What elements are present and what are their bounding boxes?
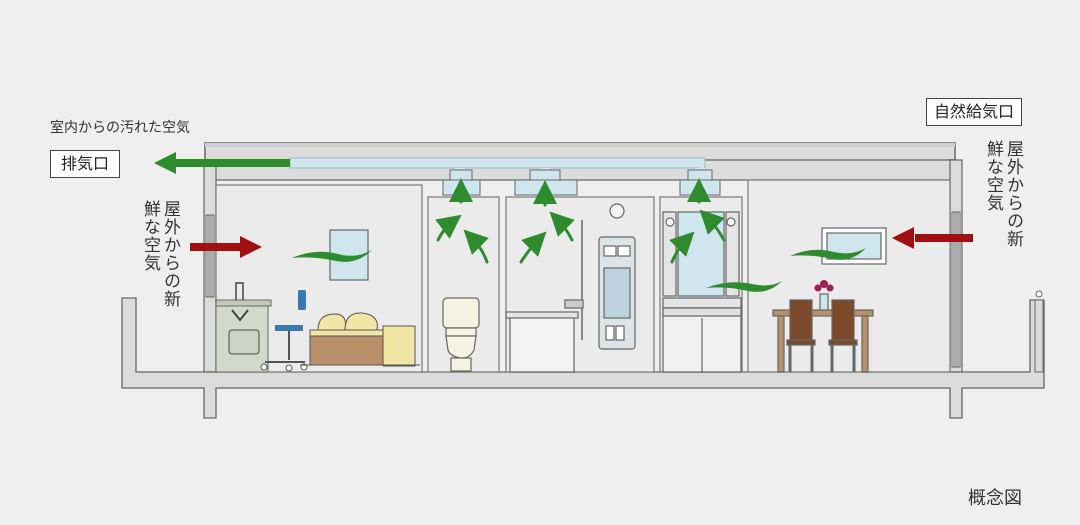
air-wave [292,248,866,292]
bathtub [505,203,636,373]
roof-top-line [205,143,955,147]
exhaust-arrow [154,152,290,174]
airflow-arrow [435,178,726,264]
bedroom-furniture [215,229,420,373]
exhaust-caption: 室内からの汚れた空気 [50,120,190,136]
dining-furniture [772,227,887,373]
balcony-railing [1034,290,1044,373]
left-window [205,214,215,298]
fresh-air-right-label: 屋外からの新鮮な空気 [983,140,1023,248]
exhaust-outlet-label: 排気口 [50,150,121,178]
vanity [662,211,742,373]
toilet [442,297,480,372]
figure-note: 概念図 [968,488,1022,509]
fresh-air-arrow [190,227,973,258]
fresh-air-left-label: 屋外からの新鮮な空気 [140,200,180,308]
supply-outlet-label: 自然給気口 [926,98,1023,126]
